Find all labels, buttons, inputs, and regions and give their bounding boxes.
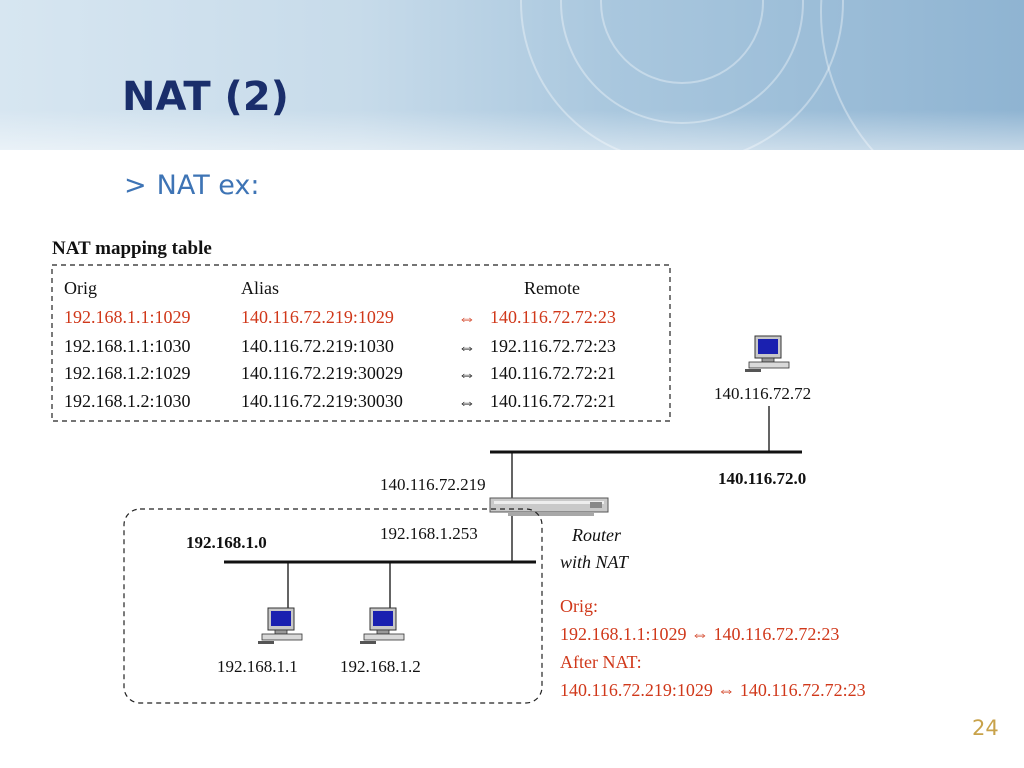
- row-alias: 140.116.72.219:1029: [241, 307, 394, 327]
- host2-ip-label: 192.168.1.2: [340, 657, 421, 676]
- row-arrow: ⇔: [458, 308, 476, 328]
- table-row: 192.168.1.2:1029 140.116.72.219:30029 ⇔ …: [64, 363, 616, 384]
- table-row: 192.168.1.1:1029 140.116.72.219:1029 ⇔ 1…: [64, 307, 616, 328]
- row-arrow: ⇔: [458, 392, 476, 412]
- row-orig: 192.168.1.2:1030: [64, 391, 191, 411]
- router-icon: [489, 497, 609, 516]
- router-private-ip-label: 192.168.1.253: [380, 524, 478, 543]
- translation-after-value: 140.116.72.219:1029 ⇔ 140.116.72.72:23: [560, 680, 866, 700]
- host1-ip-label: 192.168.1.1: [217, 657, 298, 676]
- row-remote: 140.116.72.72:21: [490, 391, 616, 411]
- mapping-table-heading: NAT mapping table: [52, 238, 212, 259]
- translation-orig-value: 192.168.1.1:1029 ⇔ 140.116.72.72:23: [560, 624, 839, 644]
- row-orig: 192.168.1.1:1030: [64, 336, 191, 356]
- row-arrow: ⇔: [458, 337, 476, 357]
- private-network-boundary: [123, 508, 543, 704]
- translation-after-label: After NAT:: [560, 652, 642, 672]
- row-orig: 192.168.1.1:1029: [64, 307, 191, 327]
- host1-computer-icon: [257, 607, 303, 645]
- row-remote: 140.116.72.72:23: [490, 307, 616, 327]
- bullet-marker: >: [124, 170, 147, 201]
- row-remote: 192.116.72.72:23: [490, 336, 616, 356]
- row-alias: 140.116.72.219:30029: [241, 363, 403, 383]
- remote-host-ip-label: 140.116.72.72: [714, 384, 811, 403]
- column-header-alias: Alias: [241, 278, 279, 298]
- row-arrow: ⇔: [458, 364, 476, 384]
- header-fade: [0, 110, 1024, 230]
- host2-computer-icon: [359, 607, 405, 645]
- router-label-line2: with NAT: [560, 552, 630, 572]
- nat-diagram: NAT mapping table Orig Alias Remote 192.…: [42, 230, 982, 723]
- translation-orig-label: Orig:: [560, 596, 598, 616]
- row-remote: 140.116.72.72:21: [490, 363, 616, 383]
- table-row: 192.168.1.1:1030 140.116.72.219:1030 ⇔ 1…: [64, 336, 616, 357]
- router-label-line1: Router: [571, 525, 622, 545]
- bullet-text: NAT ex:: [156, 170, 260, 201]
- slide-title: NAT (2): [122, 74, 289, 120]
- private-network-label: 192.168.1.0: [186, 533, 267, 552]
- remote-host-computer-icon: [744, 335, 790, 373]
- mapping-table-border: [51, 264, 671, 422]
- table-row: 192.168.1.2:1030 140.116.72.219:30030 ⇔ …: [64, 391, 616, 412]
- bullet-item: > NAT ex:: [124, 170, 259, 201]
- row-alias: 140.116.72.219:1030: [241, 336, 394, 356]
- row-alias: 140.116.72.219:30030: [241, 391, 403, 411]
- public-network-label: 140.116.72.0: [718, 469, 806, 488]
- page-number: 24: [972, 716, 999, 740]
- column-header-remote: Remote: [524, 278, 580, 298]
- column-header-orig: Orig: [64, 278, 97, 298]
- row-orig: 192.168.1.2:1029: [64, 363, 191, 383]
- router-public-ip-label: 140.116.72.219: [380, 475, 486, 494]
